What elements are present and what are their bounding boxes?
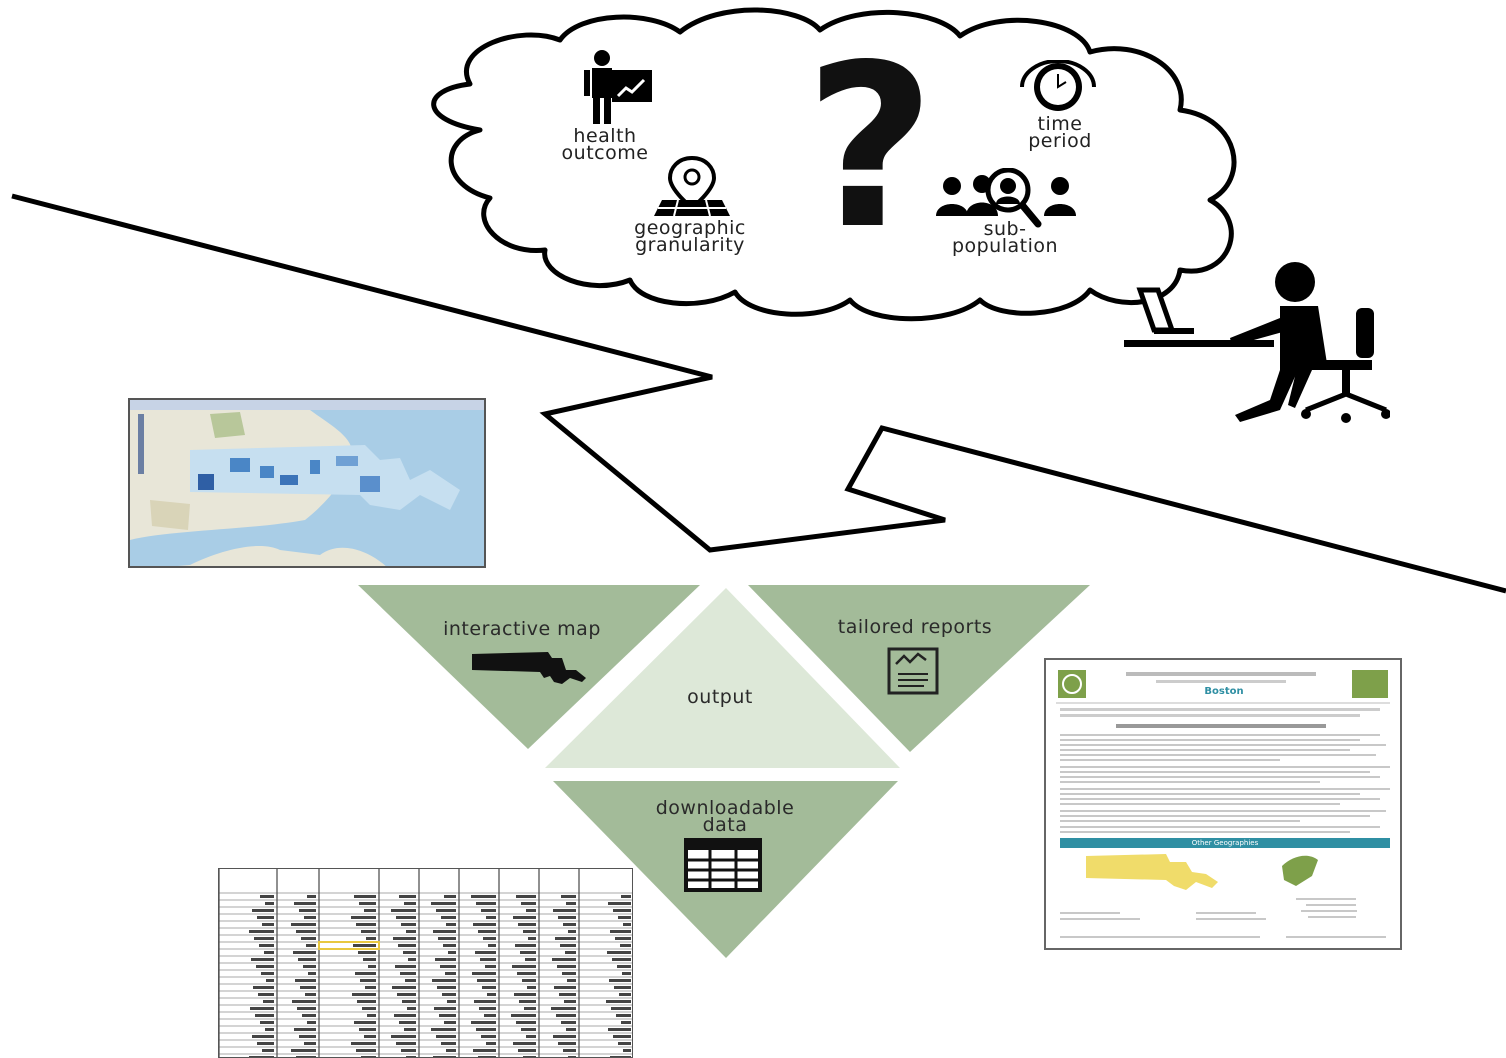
tailored-report-screenshot: Boston Other Geographies	[1044, 658, 1402, 950]
cloud-label-health-outcome: health outcome	[561, 125, 649, 164]
report-document-icon	[887, 647, 939, 695]
clock-icon	[1020, 60, 1096, 111]
label-downloadable-data: downloadable data	[655, 797, 795, 836]
question-mark: ?	[804, 17, 936, 279]
map-pin-icon	[654, 156, 730, 216]
label-interactive-map: interactive map	[443, 618, 601, 640]
cloud-label-sub-population: sub- population	[951, 218, 1059, 257]
triangle-tailored-reports	[748, 585, 1090, 752]
cloud-label-geographic-granularity: geographic granularity	[634, 217, 746, 256]
person-at-computer-icon	[1124, 262, 1390, 423]
report-title: Boston	[1204, 686, 1244, 697]
spreadsheet-image	[219, 869, 632, 1057]
label-output: output	[687, 686, 753, 708]
spreadsheet-screenshot	[218, 868, 633, 1058]
data-table-icon	[684, 838, 762, 892]
health-outcome-icon	[584, 50, 652, 124]
population-search-icon	[936, 168, 1076, 228]
flow-arrow	[11, 193, 1506, 594]
map-thumbnail-image	[130, 400, 484, 566]
massachusetts-map-icon	[472, 652, 586, 684]
triangle-output	[545, 588, 900, 768]
cloud-label-time-period: time period	[1028, 113, 1092, 152]
report-section-title: Other Geographies	[1191, 839, 1259, 847]
report-thumbnail-image	[1056, 670, 1390, 938]
label-tailored-reports: tailored reports	[837, 616, 993, 638]
interactive-map-screenshot	[128, 398, 486, 568]
